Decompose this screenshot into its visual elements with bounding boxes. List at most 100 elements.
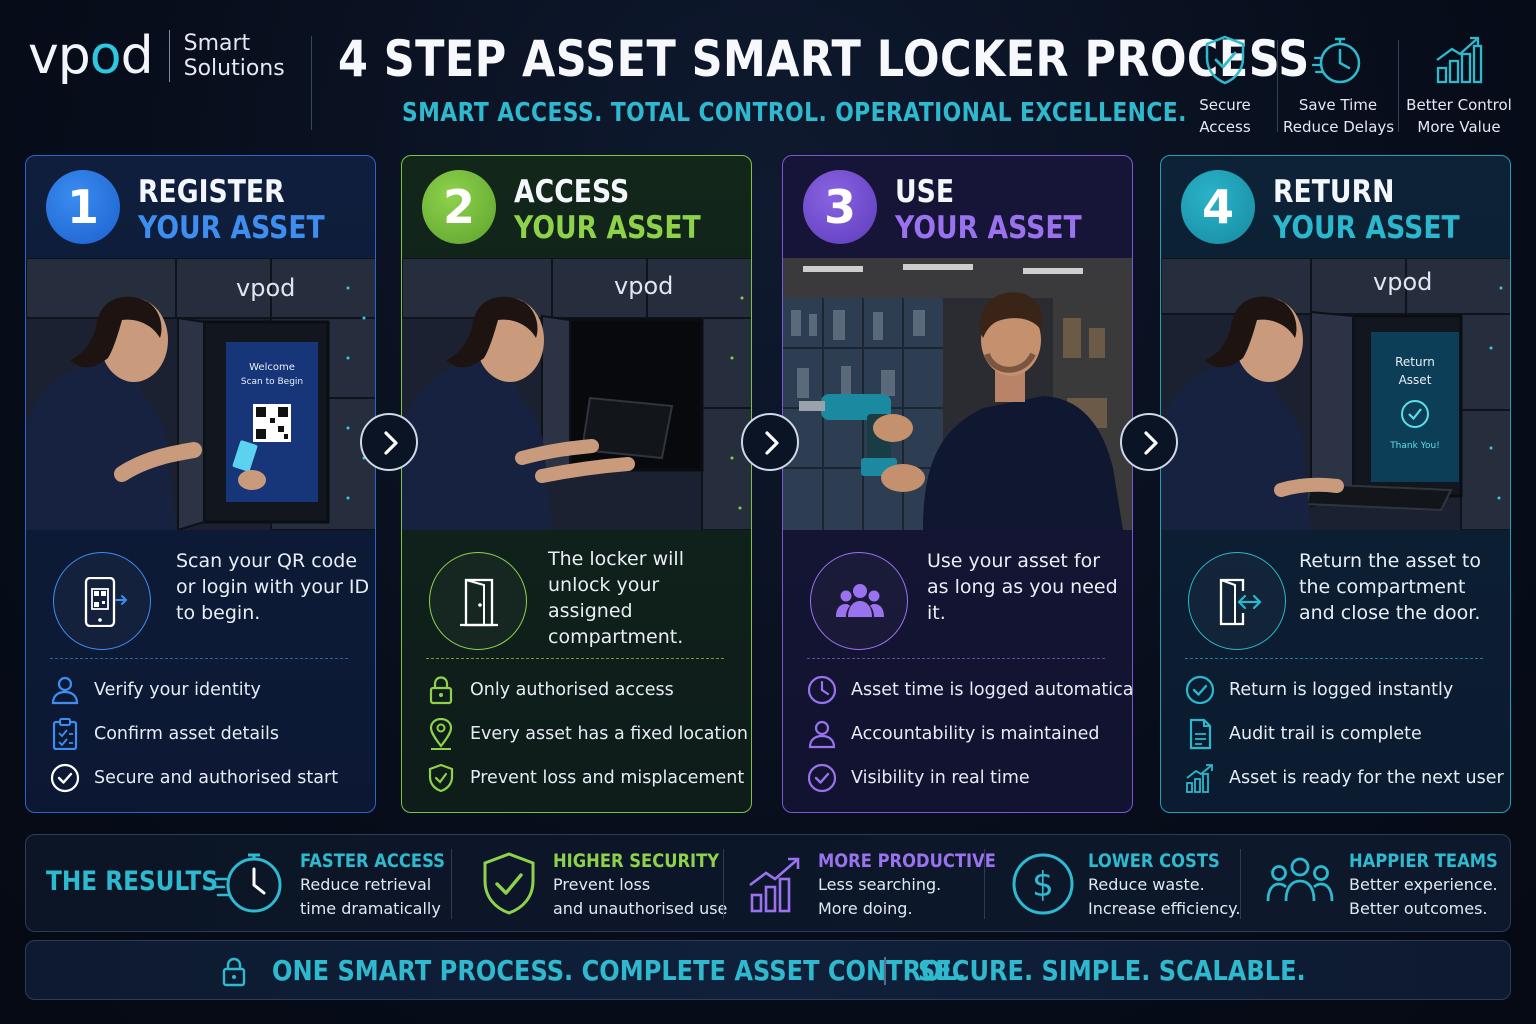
step-photo-access: vpod — [402, 258, 751, 530]
step-title: ACCESS YOUR ASSET — [514, 174, 701, 246]
list-item: Accountability is maintained — [807, 712, 1127, 756]
step-card-use: 3 USE YOUR ASSET — [782, 155, 1133, 813]
team-icon — [810, 552, 908, 650]
benefit-better-control: Better Control More Value — [1404, 34, 1514, 138]
list-item: Prevent loss and misplacement — [426, 756, 746, 800]
results-divider — [984, 849, 985, 919]
divider — [1185, 658, 1483, 659]
bar-chart-growth-icon — [749, 857, 800, 913]
step-number: 2 — [422, 170, 496, 244]
divider — [50, 658, 348, 659]
check-circle-icon — [50, 763, 80, 793]
result-happier-teams: HAPPIER TEAMS Better experience. Better … — [1266, 835, 1506, 933]
location-pin-icon — [429, 718, 453, 750]
results-label: THE RESULTS — [46, 866, 219, 897]
results-divider — [723, 849, 724, 919]
svg-text:vpod: vpod — [614, 272, 673, 300]
step-description: Use your asset for as long as you need i… — [927, 550, 1118, 624]
result-lower-costs: $ LOWER COSTS Reduce waste. Increase eff… — [1010, 835, 1240, 933]
shield-check-icon — [428, 763, 454, 793]
user-icon — [51, 676, 79, 705]
stopwatch-icon — [1312, 37, 1361, 84]
door-icon — [429, 552, 527, 650]
padlock-icon — [222, 957, 246, 987]
results-divider — [451, 849, 452, 919]
step-title: REGISTER YOUR ASSET — [138, 174, 325, 246]
list-item: Confirm asset details — [50, 712, 370, 756]
check-circle-icon — [807, 763, 837, 793]
chevron-right-icon — [384, 431, 398, 455]
logo-wordmark: vpod — [28, 26, 154, 86]
logo-divider — [168, 30, 170, 82]
footer-tagline: ONE SMART PROCESS. COMPLETE ASSET CONTRO… — [272, 954, 967, 987]
shield-check-icon — [1205, 35, 1245, 85]
next-step-arrow[interactable] — [360, 413, 418, 471]
step-description: The locker will unlock your assigned com… — [548, 548, 684, 648]
step-number: 1 — [46, 170, 120, 244]
user-icon — [808, 720, 836, 749]
padlock-icon — [429, 676, 453, 705]
benefit-divider — [1277, 40, 1278, 132]
svg-text:Asset: Asset — [1399, 373, 1432, 387]
svg-text:Thank You!: Thank You! — [1389, 441, 1440, 451]
result-faster-access: FASTER ACCESS Reduce retrieval time dram… — [214, 835, 445, 933]
list-item: Only authorised access — [426, 668, 746, 712]
step-bullets: Verify your identity Confirm asset detai… — [50, 668, 370, 800]
footer-divider — [884, 957, 886, 985]
step-description-row: Return the asset to the compartment and … — [1161, 544, 1510, 650]
step-number: 3 — [803, 170, 877, 244]
dollar-coin-icon: $ — [1012, 853, 1074, 915]
chevron-right-icon — [765, 431, 779, 455]
step-card-access: 2 ACCESS YOUR ASSET vpod The locker wi — [401, 155, 752, 813]
benefit-secure-access: Secure Access — [1170, 34, 1280, 138]
page-title: 4 STEP ASSET SMART LOCKER PROCESS — [338, 30, 1310, 88]
list-item: Every asset has a fixed location — [426, 712, 748, 756]
list-item: Visibility in real time — [807, 756, 1127, 800]
fast-clock-icon — [214, 853, 282, 913]
results-bar: THE RESULTS FASTER ACCESS Reduce retriev… — [25, 834, 1511, 932]
benefit-divider — [1398, 40, 1399, 132]
divider — [426, 658, 724, 659]
bar-chart-growth-icon — [1436, 36, 1483, 84]
step-description: Return the asset to the compartment and … — [1299, 550, 1482, 624]
svg-text:Welcome: Welcome — [249, 362, 295, 373]
step-title: RETURN YOUR ASSET — [1273, 174, 1460, 246]
header-divider — [311, 36, 312, 130]
result-more-productive: MORE PRODUCTIVE Less searching. More doi… — [748, 835, 996, 933]
team-icon — [1266, 857, 1334, 902]
footer-slogan: SECURE. SIMPLE. SCALABLE. — [918, 954, 1306, 987]
benefit-save-time: Save Time Reduce Delays — [1283, 34, 1394, 138]
step-bullets: Only authorised access Every asset has a… — [426, 668, 748, 800]
phone-qr-icon — [53, 552, 151, 650]
door-return-icon — [1188, 552, 1286, 650]
step-bullets: Return is logged instantly Audit trail i… — [1185, 668, 1505, 800]
step-description-row: The locker will unlock your assigned com… — [402, 544, 751, 650]
document-icon — [1189, 718, 1212, 750]
step-card-register: 1 REGISTER YOUR ASSET vpod Welcome Scan … — [25, 155, 376, 813]
svg-text:vpod: vpod — [236, 274, 295, 302]
list-item: Return is logged instantly — [1185, 668, 1505, 712]
step-number: 4 — [1181, 170, 1255, 244]
check-circle-icon — [1185, 675, 1215, 705]
next-step-arrow[interactable] — [741, 413, 799, 471]
step-title: USE YOUR ASSET — [895, 174, 1082, 246]
next-step-arrow[interactable] — [1120, 413, 1178, 471]
bar-chart-growth-icon — [1186, 764, 1213, 793]
result-higher-security: HIGHER SECURITY Prevent loss and unautho… — [481, 835, 727, 933]
step-description: Scan your QR code or login with your ID … — [176, 550, 370, 624]
list-item: Asset time is logged automatically — [807, 668, 1132, 712]
svg-text:Return: Return — [1395, 355, 1435, 369]
chevron-right-icon — [1144, 431, 1158, 455]
list-item: Secure and authorised start — [50, 756, 370, 800]
divider — [807, 658, 1105, 659]
shield-check-icon — [483, 852, 535, 915]
clipboard-check-icon — [52, 718, 78, 750]
step-description-row: Use your asset for as long as you need i… — [783, 544, 1132, 650]
list-item: Audit trail is complete — [1185, 712, 1505, 756]
step-photo-register: vpod Welcome Scan to Begin — [26, 258, 375, 530]
list-item: Asset is ready for the next user — [1185, 756, 1505, 800]
clock-icon — [807, 675, 837, 705]
